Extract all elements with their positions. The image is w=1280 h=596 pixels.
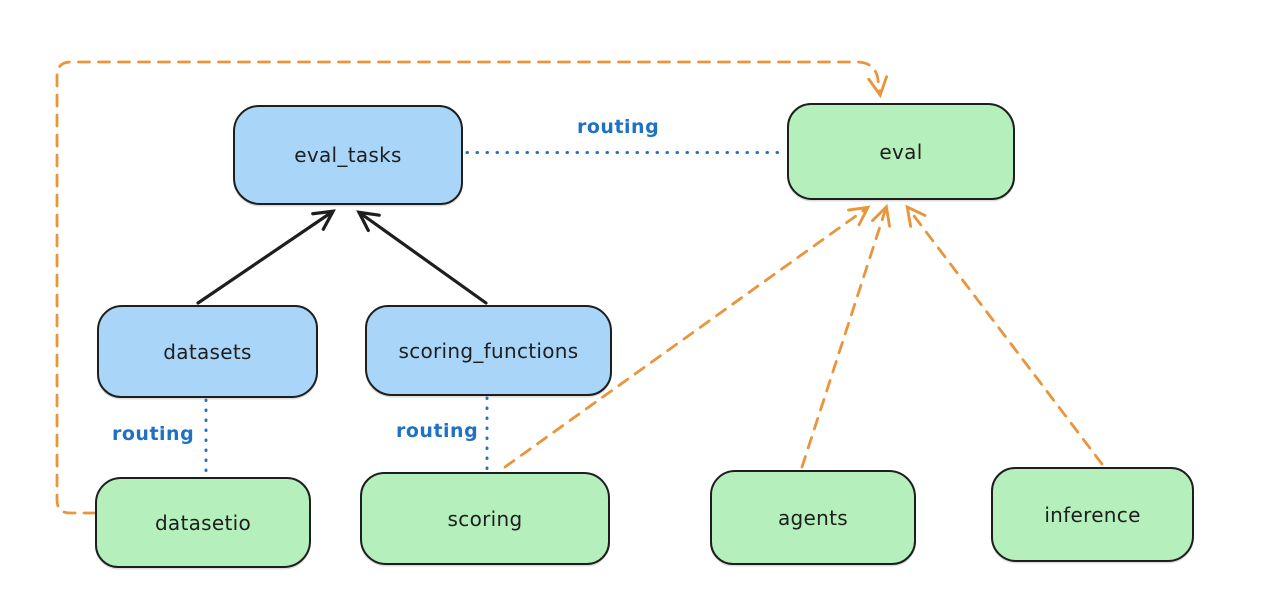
node-scoring-functions: scoring_functions [365,305,612,396]
edge-inference-to-eval [908,208,1104,466]
node-scoring-functions-label: scoring_functions [398,338,579,363]
node-eval: eval [787,103,1015,200]
edge-datasetio-to-eval [55,60,880,515]
node-datasets-label: datasets [163,339,252,364]
node-agents: agents [710,470,916,565]
node-inference-label: inference [1044,502,1141,527]
routing-label-eval: routing [577,116,660,138]
node-datasetio-label: datasetio [154,510,252,535]
edge-scoring-to-eval [503,208,867,469]
node-datasetio: datasetio [95,477,311,568]
node-inference: inference [991,467,1194,562]
node-agents-label: agents [778,505,848,530]
node-scoring-label: scoring [447,506,523,531]
node-eval-tasks: eval_tasks [233,105,463,205]
node-eval-label: eval [879,139,923,164]
node-datasets: datasets [97,305,318,398]
routing-label-datasetio: routing [112,423,195,445]
node-eval-tasks-label: eval_tasks [294,143,402,167]
edge-agents-to-eval [800,208,886,469]
edge-scoring-functions-to-eval-tasks [360,213,488,305]
node-scoring: scoring [360,472,610,565]
routing-label-scoring: routing [396,420,479,442]
edge-datasets-to-eval-tasks [196,212,332,305]
